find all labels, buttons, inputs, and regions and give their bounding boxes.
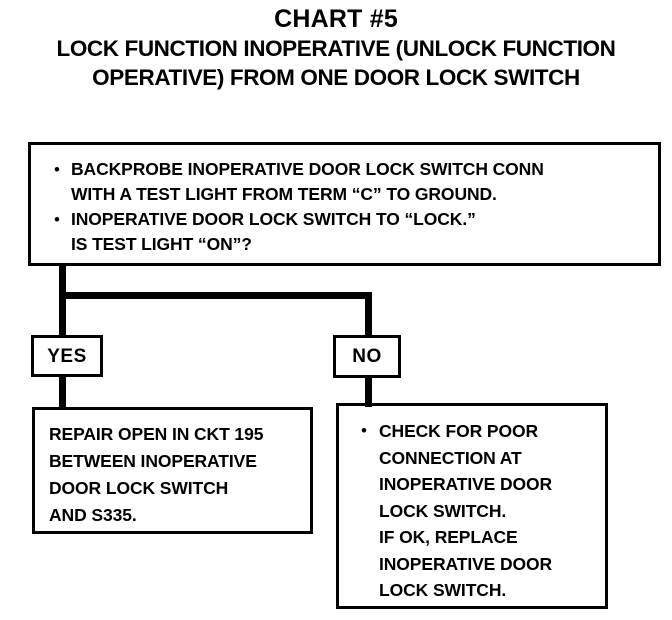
- decision-bullet-2-text: INOPERATIVE DOOR LOCK SWITCH TO “LOCK.” …: [71, 207, 658, 257]
- decision-bullet-1-line-2: WITH A TEST LIGHT FROM TERM “C” TO GROUN…: [71, 184, 497, 204]
- no-result-text: CHECK FOR POOR CONNECTION AT INOPERATIVE…: [379, 418, 605, 604]
- connector-to-yes-label: [59, 292, 66, 338]
- yes-result-line-3: DOOR LOCK SWITCH: [49, 478, 229, 498]
- decision-box: • BACKPROBE INOPERATIVE DOOR LOCK SWITCH…: [28, 142, 661, 266]
- no-result-bullet: • CHECK FOR POOR CONNECTION AT INOPERATI…: [339, 418, 605, 604]
- chart-number-title: CHART #5: [274, 5, 398, 33]
- branch-label-no-text: NO: [352, 346, 382, 367]
- no-result-line-2: CONNECTION AT: [379, 447, 522, 468]
- no-result-line-6: INOPERATIVE DOOR: [379, 553, 553, 574]
- branch-label-yes-text: YES: [47, 345, 87, 367]
- no-result-line-7: LOCK SWITCH.: [379, 580, 507, 600]
- no-result-line-4: LOCK SWITCH.: [379, 500, 507, 521]
- connector-no-to-result: [365, 374, 372, 407]
- decision-bullet-2-line-2: IS TEST LIGHT “ON”?: [71, 234, 252, 254]
- bullet-icon: •: [54, 210, 60, 229]
- decision-bullet-2: • INOPERATIVE DOOR LOCK SWITCH TO “LOCK.…: [31, 207, 658, 257]
- no-result-line-1: CHECK FOR POOR: [379, 421, 539, 441]
- branch-label-no: NO: [333, 335, 401, 378]
- no-result-line-5: IF OK, REPLACE: [379, 527, 518, 547]
- chart-subtitle-line-2: OPERATIVE) FROM ONE DOOR LOCK SWITCH: [92, 65, 580, 90]
- branch-label-yes: YES: [31, 335, 103, 377]
- yes-result-line-2: BETWEEN INOPERATIVE: [49, 451, 257, 471]
- yes-result-line-1: REPAIR OPEN IN CKT 195: [49, 424, 264, 444]
- decision-bullet-1: • BACKPROBE INOPERATIVE DOOR LOCK SWITCH…: [31, 157, 658, 207]
- connector-yes-to-result: [59, 374, 66, 410]
- bullet-icon: •: [54, 160, 60, 179]
- connector-decision-stem: [59, 264, 66, 299]
- no-result-box: • CHECK FOR POOR CONNECTION AT INOPERATI…: [336, 403, 608, 609]
- decision-bullet-1-text: BACKPROBE INOPERATIVE DOOR LOCK SWITCH C…: [71, 157, 658, 207]
- bullet-icon: •: [361, 421, 367, 440]
- yes-result-line-4: AND S335.: [49, 505, 137, 525]
- connector-to-no-label: [365, 292, 372, 338]
- no-result-line-3: INOPERATIVE DOOR: [379, 474, 553, 494]
- page-title: CHART #5 LOCK FUNCTION INOPERATIVE (UNLO…: [0, 4, 672, 92]
- decision-bullet-1-line-1: BACKPROBE INOPERATIVE DOOR LOCK SWITCH C…: [71, 159, 544, 179]
- yes-result-text: REPAIR OPEN IN CKT 195 BETWEEN INOPERATI…: [35, 421, 310, 529]
- yes-result-box: REPAIR OPEN IN CKT 195 BETWEEN INOPERATI…: [32, 407, 313, 534]
- chart-subtitle-line-1: LOCK FUNCTION INOPERATIVE (UNLOCK FUNCTI…: [56, 36, 616, 61]
- decision-bullet-2-line-1: INOPERATIVE DOOR LOCK SWITCH TO “LOCK.”: [71, 209, 476, 229]
- connector-horizontal-bus: [59, 292, 372, 299]
